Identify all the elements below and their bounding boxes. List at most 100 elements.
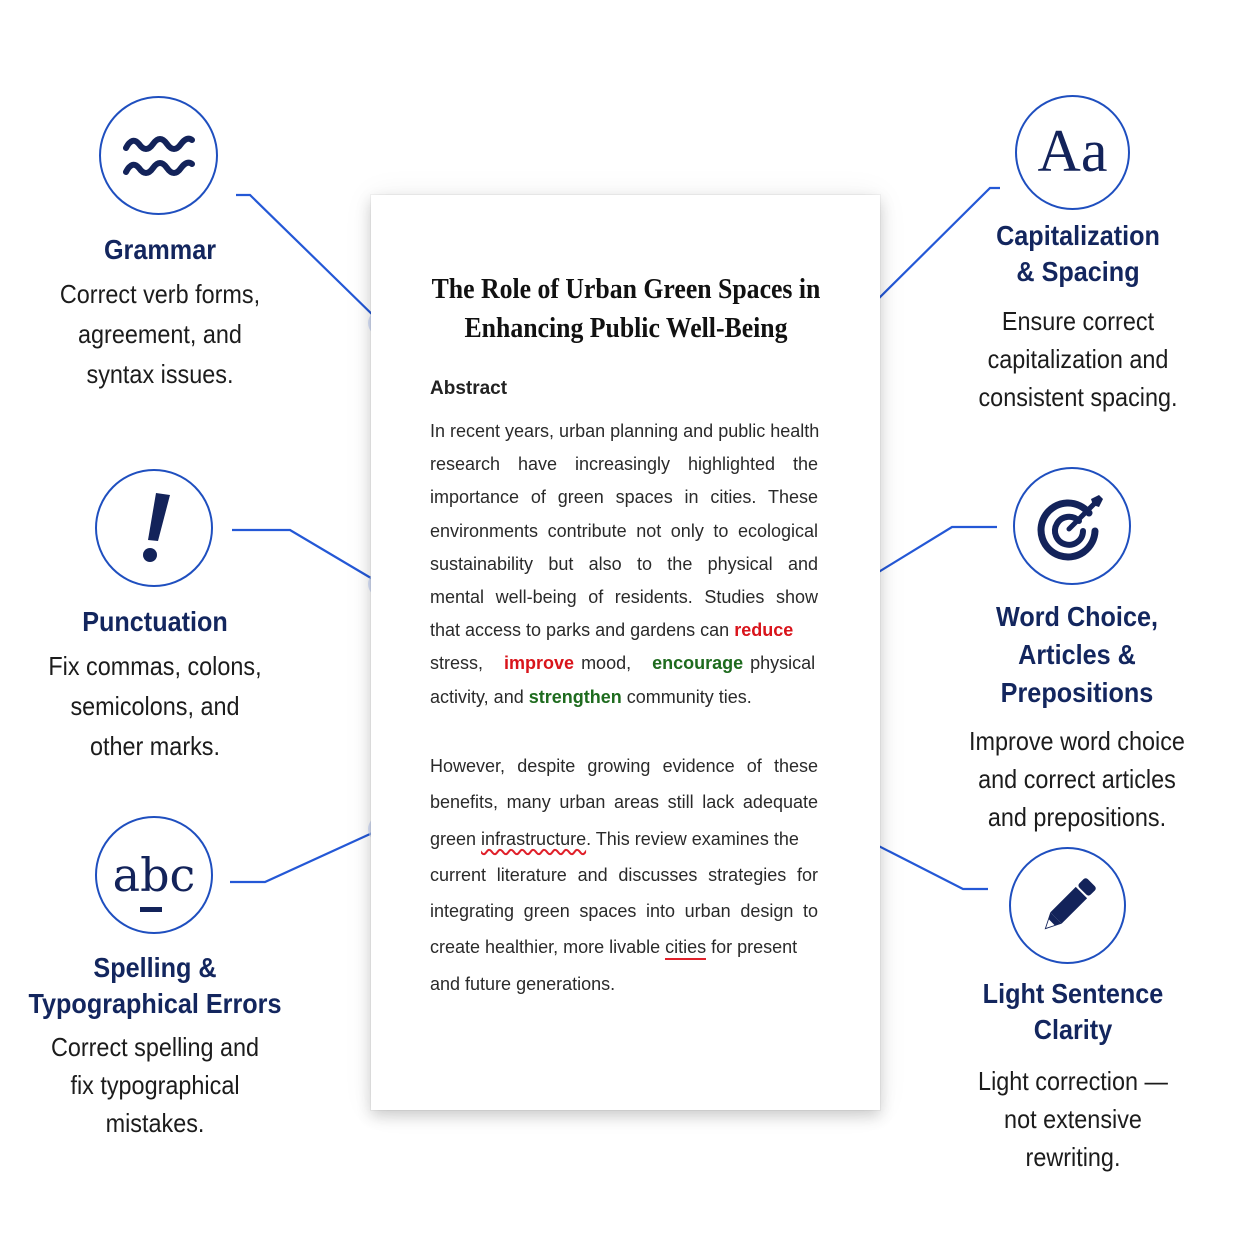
- capitalization-icon-circle: Aa: [1015, 95, 1130, 210]
- desc-line: not extensive: [1004, 1104, 1142, 1134]
- desc-line: mistakes.: [105, 1108, 205, 1138]
- word-choice-title: Word Choice, Articles & Prepositions: [950, 598, 1204, 712]
- desc-line: and prepositions.: [987, 802, 1167, 832]
- clarity-description: Light correction — not extensive rewriti…: [944, 1062, 1201, 1176]
- desc-line: Ensure correct: [1001, 306, 1155, 336]
- desc-line: Correct spelling and: [50, 1032, 260, 1062]
- flagged-word[interactable]: cities: [665, 937, 707, 961]
- word-choice-description: Improve word choice and correct articles…: [950, 722, 1204, 836]
- clarity-icon-circle: [1009, 847, 1126, 964]
- connector-clarity: [858, 835, 988, 891]
- title-line: Typographical Errors: [28, 988, 282, 1019]
- document-page: The Role of Urban Green Spaces in Enhanc…: [371, 195, 880, 1110]
- text-run: stress,: [430, 653, 491, 674]
- punctuation-card: Punctuation Fix commas, colons, semicolo…: [25, 604, 285, 766]
- clarity-title: Light Sentence Clarity: [982, 978, 1164, 1045]
- word-choice-card: Word Choice, Articles & Prepositions Imp…: [936, 598, 1218, 836]
- text-run: community ties.: [621, 686, 752, 707]
- desc-line: Light correction —: [978, 1066, 1168, 1096]
- text-line: importance of green spaces in cities. Th…: [430, 487, 818, 508]
- grammar-icon-circle: [99, 96, 218, 215]
- text-line: that access to parks and gardens can red…: [430, 614, 818, 647]
- title-line: Capitalization: [996, 220, 1160, 251]
- punctuation-icon-circle: [95, 469, 213, 587]
- highlight-word: reduce: [734, 620, 794, 641]
- punctuation-description: Fix commas, colons, semicolons, and othe…: [38, 646, 272, 766]
- grammar-card: Grammar Correct verb forms, agreement, a…: [30, 232, 290, 394]
- document-title-line: Enhancing Public Well-Being: [464, 313, 788, 344]
- connector-capitalization: [858, 186, 1000, 319]
- text-run: for present: [706, 937, 798, 958]
- highlight-word: strengthen: [528, 686, 622, 707]
- text-line: current literature and discusses strateg…: [430, 864, 818, 885]
- title-line: Articles & Prepositions: [1000, 639, 1154, 708]
- connector-spelling: [230, 827, 382, 884]
- text-run: create healthier, more livable: [430, 937, 666, 958]
- misspelled-word[interactable]: infrastructure: [481, 828, 587, 849]
- text-line: activity, and strengthen community ties.: [430, 681, 818, 714]
- word-choice-icon-circle: [1013, 467, 1131, 585]
- text-line: create healthier, more livable cities fo…: [430, 929, 818, 965]
- text-line: benefits, many urban areas still lack ad…: [430, 792, 818, 813]
- text-line: However, despite growing evidence of the…: [430, 756, 818, 776]
- wave-icon: [122, 135, 195, 176]
- highlight-word: improve: [504, 653, 575, 674]
- spelling-description: Correct spelling and fix typographical m…: [25, 1028, 286, 1142]
- text-line: and future generations.: [430, 973, 616, 994]
- text-line: stress, improve mood, encourage physical: [430, 647, 818, 680]
- capitalization-card: Capitalization & Spacing Ensure correct …: [940, 218, 1216, 416]
- text-line: green infrastructure. This review examin…: [430, 821, 818, 857]
- desc-line: agreement, and: [78, 319, 242, 349]
- connector-grammar: [236, 193, 382, 324]
- capitalization-title: Capitalization & Spacing: [954, 218, 1202, 290]
- exclamation-icon: [143, 493, 170, 562]
- text-line: In recent years, urban planning and publ…: [430, 421, 820, 441]
- desc-line: rewriting.: [1025, 1142, 1121, 1172]
- desc-line: Improve word choice: [969, 726, 1185, 756]
- desc-line: syntax issues.: [86, 359, 234, 389]
- abstract-heading: Abstract: [430, 378, 508, 399]
- desc-line: other marks.: [89, 731, 221, 761]
- text-line: mental well-being of residents. Studies …: [430, 587, 818, 608]
- text-run: that access to parks and gardens can: [430, 620, 735, 641]
- grammar-title: Grammar: [103, 234, 217, 265]
- text-line: integrating green spaces into urban desi…: [430, 901, 818, 922]
- desc-line: consistent spacing.: [978, 382, 1178, 412]
- spelling-title: Spelling & Typographical Errors: [25, 950, 286, 1022]
- desc-line: Fix commas, colons,: [48, 651, 262, 681]
- text-run: green: [430, 828, 482, 849]
- desc-line: capitalization and: [987, 344, 1169, 374]
- abc-underline: [139, 907, 162, 912]
- desc-line: semicolons, and: [70, 691, 240, 721]
- text-run: mood,: [574, 653, 639, 674]
- pencil-icon: [1044, 877, 1096, 929]
- highlight-word: encourage: [652, 653, 744, 674]
- text-run: . This review examines the: [586, 828, 799, 849]
- capitalization-description: Ensure correct capitalization and consis…: [954, 302, 1202, 416]
- spelling-icon-circle: abc: [95, 816, 213, 934]
- title-line: & Spacing: [1016, 256, 1140, 287]
- abstract-paragraph-2: However, despite growing evidence of the…: [430, 748, 818, 1002]
- clarity-card: Light Sentence Clarity Light correction …: [930, 976, 1216, 1176]
- desc-line: Correct verb forms,: [59, 279, 261, 309]
- text-run: physical: [743, 653, 816, 674]
- spelling-card: Spelling & Typographical Errors Correct …: [10, 950, 300, 1142]
- aa-icon: Aa: [1037, 117, 1108, 184]
- text-line: sustainability but also to the physical …: [430, 553, 818, 574]
- document-title-line: The Role of Urban Green Spaces in: [431, 274, 821, 305]
- connector-word-choice: [858, 525, 997, 585]
- connector-punctuation: [232, 528, 382, 585]
- text-line: research have increasingly highlighted t…: [430, 454, 818, 475]
- punctuation-title: Punctuation: [82, 606, 228, 637]
- text-line: environments contribute not only to ecol…: [430, 520, 818, 541]
- abc-icon-text: abc: [112, 848, 196, 902]
- title-line: Spelling &: [93, 952, 217, 983]
- desc-line: fix typographical: [70, 1070, 240, 1100]
- abc-icon: abc: [113, 852, 195, 912]
- grammar-description: Correct verb forms, agreement, and synta…: [43, 274, 277, 394]
- document-title: The Role of Urban Green Spaces in Enhanc…: [428, 270, 824, 348]
- desc-line: and correct articles: [978, 764, 1176, 794]
- text-run: activity, and: [430, 686, 529, 707]
- title-line: Word Choice,: [996, 601, 1158, 632]
- abstract-paragraph-1: In recent years, urban planning and publ…: [430, 415, 820, 714]
